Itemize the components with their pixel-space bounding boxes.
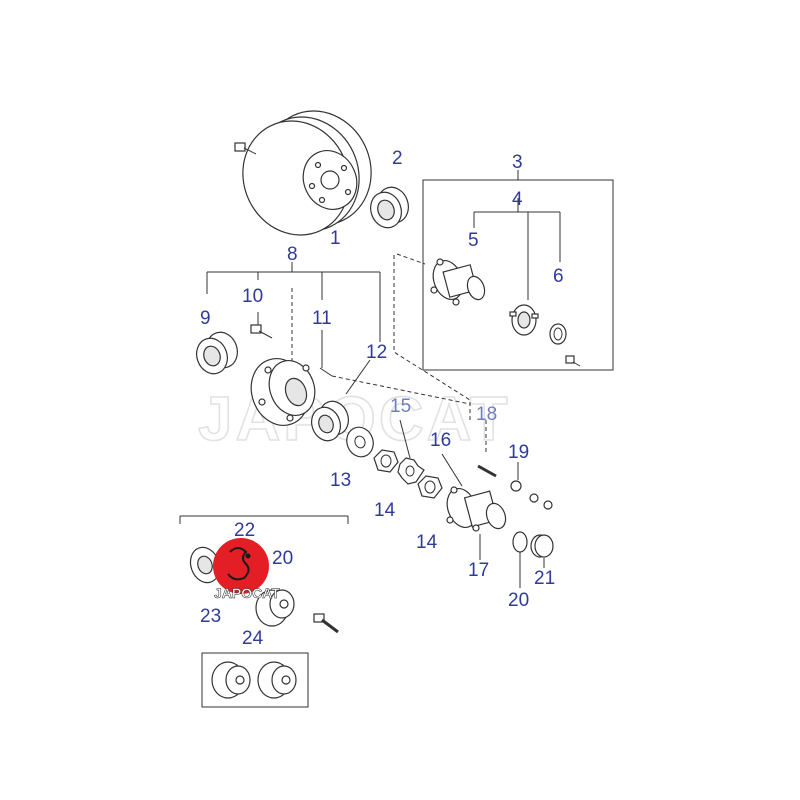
part-15-lock-washer [397, 457, 425, 485]
callout-1: 1 [330, 228, 341, 249]
callout-17: 17 [468, 560, 489, 581]
callout-23: 23 [200, 606, 221, 627]
part-20-snap-ring [512, 531, 528, 553]
callout-3: 3 [512, 152, 523, 173]
part-14-nut-a [373, 449, 399, 473]
callout-12: 12 [366, 342, 387, 363]
callout-18: 18 [476, 404, 497, 425]
callout-15: 15 [390, 396, 411, 417]
callout-5: 5 [468, 230, 479, 251]
part-19-nuts [510, 480, 553, 510]
part-8-hub [250, 358, 316, 426]
callout-20b: 20 [508, 590, 529, 611]
callout-14b: 14 [416, 532, 438, 553]
callout-16: 16 [430, 430, 451, 451]
bolt-small [234, 142, 257, 155]
part-10-bolt [250, 324, 273, 339]
callout-4: 4 [512, 189, 523, 210]
part-21-cap [530, 534, 554, 558]
callout-9: 9 [200, 308, 211, 329]
part-4-gear [509, 304, 539, 336]
callout-24: 24 [242, 628, 264, 649]
callout-19: 19 [508, 442, 529, 463]
callout-6: 6 [553, 266, 564, 287]
part-18-stud [477, 464, 497, 478]
part-6-ring [549, 323, 567, 345]
part-24-hub-a [211, 661, 251, 699]
part-2-seal [370, 186, 409, 229]
callout-20a: 20 [272, 548, 293, 569]
svg-text:JAPOCAT: JAPOCAT [214, 585, 280, 601]
kit-box-24 [201, 652, 309, 708]
part-24-hub-b [257, 661, 297, 699]
callout-10: 10 [242, 286, 263, 307]
part-13-washer [346, 426, 374, 458]
part-11-stud [319, 367, 333, 377]
callout-21: 21 [534, 568, 555, 589]
part-9-bearing [196, 331, 238, 375]
callout-11: 11 [312, 308, 332, 329]
part-14-nut-b [417, 475, 443, 499]
callout-13: 13 [330, 470, 351, 491]
part-22-hub [255, 589, 295, 627]
callout-8: 8 [287, 244, 298, 265]
bolt-lower [565, 355, 581, 367]
callout-22: 22 [234, 520, 255, 541]
part-23-bearing [189, 546, 221, 584]
callout-14a: 14 [374, 500, 396, 521]
callout-2: 2 [392, 148, 403, 169]
part-12-bearing [311, 400, 349, 442]
brand-logo: JAPOCAT [213, 538, 281, 601]
part-5-flange [430, 258, 486, 306]
bolt-long [313, 613, 339, 634]
part-1-brake-disc [242, 110, 372, 236]
part-17-drive-flange [446, 486, 507, 532]
